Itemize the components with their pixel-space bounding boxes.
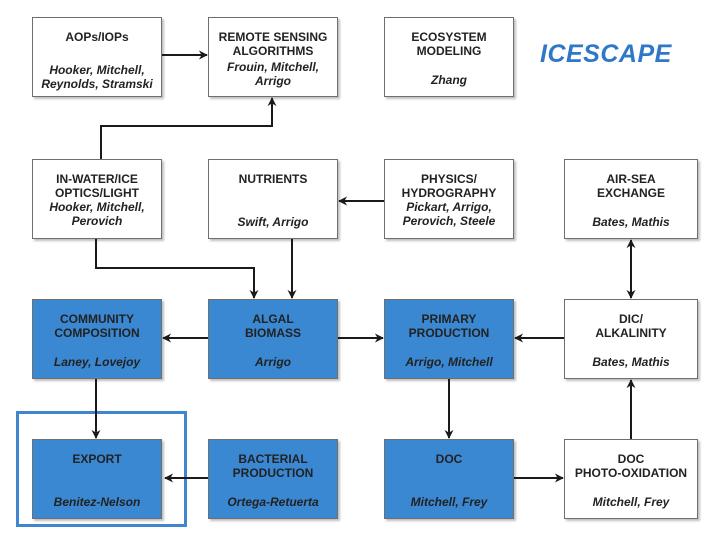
algal-biomass-title: ALGAL BIOMASS bbox=[244, 312, 301, 340]
aops-iops-names: Hooker, Mitchell, Reynolds, Stramski bbox=[41, 63, 153, 91]
air-sea-exchange-box: AIR-SEA EXCHANGE Bates, Mathis bbox=[564, 159, 698, 239]
doc-title: DOC bbox=[435, 452, 463, 466]
physics-hydrography-box: PHYSICS/ HYDROGRAPHY Pickart, Arrigo, Pe… bbox=[384, 159, 514, 239]
dic-alkalinity-title: DIC/ ALKALINITY bbox=[595, 312, 667, 340]
in-water-optics-box: IN-WATER/ICE OPTICS/LIGHT Hooker, Mitche… bbox=[32, 159, 162, 239]
bacterial-production-names: Ortega-Retuerta bbox=[227, 495, 319, 509]
remote-sensing-title: REMOTE SENSING ALGORITHMS bbox=[218, 30, 328, 58]
algal-biomass-box: ALGAL BIOMASS Arrigo bbox=[208, 299, 338, 379]
air-sea-exchange-title: AIR-SEA EXCHANGE bbox=[596, 172, 665, 200]
primary-production-box: PRIMARY PRODUCTION Arrigo, Mitchell bbox=[384, 299, 514, 379]
ecosystem-modeling-names: Zhang bbox=[431, 73, 467, 87]
export-highlight-frame bbox=[16, 411, 187, 527]
bacterial-production-title: BACTERIAL PRODUCTION bbox=[232, 452, 314, 480]
primary-production-names: Arrigo, Mitchell bbox=[405, 355, 493, 369]
aops-iops-title: AOPs/IOPs bbox=[65, 30, 129, 44]
ecosystem-modeling-title: ECOSYSTEM MODELING bbox=[411, 30, 487, 58]
doc-photo-oxidation-names: Mitchell, Frey bbox=[592, 495, 670, 509]
dic-alkalinity-box: DIC/ ALKALINITY Bates, Mathis bbox=[564, 299, 698, 379]
air-sea-exchange-names: Bates, Mathis bbox=[592, 215, 670, 229]
doc-photo-oxidation-box: DOC PHOTO-OXIDATION Mitchell, Frey bbox=[564, 439, 698, 519]
remote-sensing-box: REMOTE SENSING ALGORITHMS Frouin, Mitche… bbox=[208, 17, 338, 97]
remote-sensing-names: Frouin, Mitchell, Arrigo bbox=[227, 60, 319, 88]
bacterial-production-box: BACTERIAL PRODUCTION Ortega-Retuerta bbox=[208, 439, 338, 519]
export-names: Benitez-Nelson bbox=[53, 495, 141, 509]
doc-photo-oxidation-title: DOC PHOTO-OXIDATION bbox=[574, 452, 688, 480]
ecosystem-modeling-box: ECOSYSTEM MODELING Zhang bbox=[384, 17, 514, 97]
dic-alkalinity-names: Bates, Mathis bbox=[592, 355, 670, 369]
nutrients-names: Swift, Arrigo bbox=[237, 215, 309, 229]
nutrients-box: NUTRIENTS Swift, Arrigo bbox=[208, 159, 338, 239]
in-water-optics-names: Hooker, Mitchell, Perovich bbox=[49, 200, 145, 228]
in-water-optics-title: IN-WATER/ICE OPTICS/LIGHT bbox=[55, 172, 139, 200]
physics-hydrography-names: Pickart, Arrigo, Perovich, Steele bbox=[402, 200, 496, 228]
primary-production-title: PRIMARY PRODUCTION bbox=[408, 312, 490, 340]
community-composition-box: COMMUNITY COMPOSITION Laney, Lovejoy bbox=[32, 299, 162, 379]
arrow-in-water-to-algal bbox=[95, 239, 259, 299]
algal-biomass-names: Arrigo bbox=[255, 355, 291, 369]
doc-names: Mitchell, Frey bbox=[410, 495, 488, 509]
aops-iops-box: AOPs/IOPs Hooker, Mitchell, Reynolds, St… bbox=[32, 17, 162, 97]
arrow-in-water-to-remote-sensing bbox=[100, 97, 277, 159]
icescape-title: ICESCAPE bbox=[540, 40, 672, 68]
community-composition-names: Laney, Lovejoy bbox=[53, 355, 141, 369]
doc-box: DOC Mitchell, Frey bbox=[384, 439, 514, 519]
export-box: EXPORT Benitez-Nelson bbox=[32, 439, 162, 519]
physics-hydrography-title: PHYSICS/ HYDROGRAPHY bbox=[401, 172, 497, 200]
community-composition-title: COMMUNITY COMPOSITION bbox=[54, 312, 140, 340]
export-title: EXPORT bbox=[72, 452, 122, 466]
nutrients-title: NUTRIENTS bbox=[238, 172, 308, 186]
